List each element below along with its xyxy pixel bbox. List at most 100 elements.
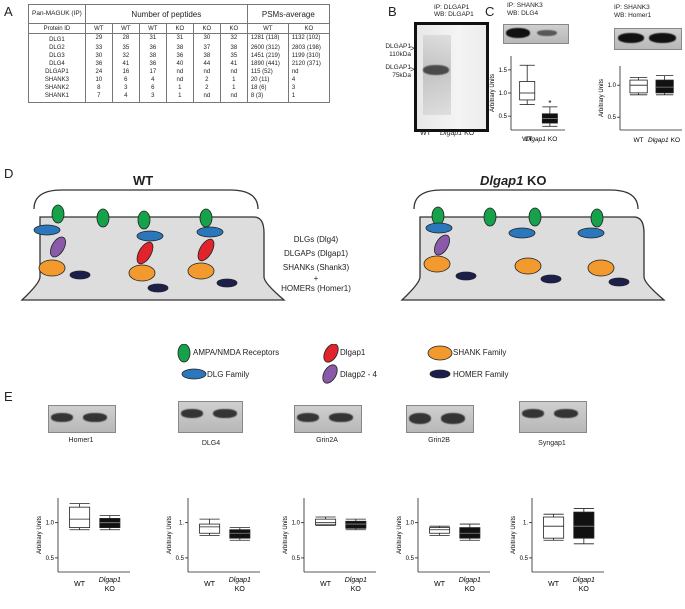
shank-protein <box>587 259 615 277</box>
shank-protein <box>38 259 66 277</box>
value-cell: 24 <box>84 68 113 76</box>
value-cell: 2600 (312) <box>246 44 289 52</box>
b-wb-label: WB: DLGAP1 <box>434 11 474 18</box>
value-cell: 1890 (441) <box>246 60 289 68</box>
x-label-wt: WT <box>320 581 332 588</box>
value-cell: 40 <box>165 60 194 68</box>
value-cell: 18 (6) <box>246 84 289 92</box>
legend-homer: HOMER Family <box>453 370 509 379</box>
legend-dlgap1: Dlgap1 <box>340 348 366 357</box>
ampa-receptor <box>483 207 497 227</box>
value-cell: nd <box>219 68 248 76</box>
value-cell: 32 <box>111 52 140 60</box>
box <box>229 529 251 539</box>
label-dlgs: DLGs (Dlg4) <box>293 235 339 244</box>
y-axis-label: Arbitrary Units <box>599 79 605 117</box>
value-cell: 8 (3) <box>246 92 289 103</box>
value-cell: 1199 (310) <box>287 52 330 60</box>
x-label-wt: WT <box>434 581 446 588</box>
value-cell: 29 <box>84 33 113 44</box>
box <box>543 516 565 539</box>
value-cell: 41 <box>219 60 248 68</box>
value-cell: nd <box>287 68 330 76</box>
value-cell: 35 <box>111 44 140 52</box>
value-cell: 1 <box>219 84 248 92</box>
label-homers: HOMERs (Homer1) <box>281 284 351 293</box>
e-blot-dlg4 <box>178 401 243 433</box>
value-cell: 7 <box>84 92 113 103</box>
header-ip: Pan-MAGUK (IP) <box>28 4 86 24</box>
y-tick-label: 0.5 <box>608 115 617 121</box>
panel-label-d: D <box>4 166 14 181</box>
value-cell: 17 <box>138 68 167 76</box>
e-protein-label: Grin2A <box>316 437 338 444</box>
box <box>519 81 536 101</box>
y-tick-label: 1.0 <box>406 521 415 527</box>
legend-shank: SHANK Family <box>453 348 507 357</box>
y-tick-label: 1.0 <box>46 521 55 527</box>
c-left-blot <box>503 24 569 44</box>
blot-band <box>213 409 237 418</box>
legend-homer-icon <box>429 369 451 379</box>
value-cell: 38 <box>219 44 248 52</box>
value-cell: 36 <box>84 60 113 68</box>
ampa-receptor <box>528 207 542 227</box>
homer-protein <box>216 278 238 288</box>
homer-protein <box>608 277 630 287</box>
box <box>69 506 91 528</box>
value-cell: 36 <box>138 60 167 68</box>
e-protein-label: Homer1 <box>68 437 94 444</box>
shank-protein <box>423 255 451 273</box>
c-left-wb: WB: DLG4 <box>507 10 539 17</box>
homer-protein <box>455 271 477 281</box>
value-cell: 4 <box>138 76 167 84</box>
legend-dlg-icon <box>181 368 207 380</box>
shank-protein <box>128 264 156 282</box>
x-label-ko-gene: Dlgap1 <box>229 577 251 584</box>
y-axis-label: Arbitrary Units <box>490 74 496 112</box>
c-right-ip: IP: SHANK3 <box>614 4 650 11</box>
genotype-header: WT <box>246 23 289 34</box>
header-peptides: Number of peptides <box>84 4 248 24</box>
dlg-protein <box>196 226 224 238</box>
homer-protein <box>540 274 562 284</box>
legend <box>177 344 453 384</box>
dlg-protein <box>136 230 164 242</box>
value-cell: nd <box>219 92 248 103</box>
x-label-ko-gene: Dlgap1 <box>459 577 481 584</box>
label-dlgaps: DLGAPs (Dlgap1) <box>283 249 349 258</box>
x-label-ko-gene: Dlgap1 <box>648 137 669 144</box>
dlgap1-protein <box>197 238 215 262</box>
box <box>345 520 367 529</box>
ampa-receptor <box>96 208 110 228</box>
y-tick-label: 1.0 <box>292 521 301 527</box>
presynaptic-membrane <box>413 189 639 210</box>
d-component-labels: DLGs (Dlg4) DLGAPs (Dlgap1) SHANKs (Shan… <box>270 233 362 296</box>
peptide-table: Pan-MAGUK (IP) Number of peptides PSMs-a… <box>28 4 330 103</box>
value-cell: 30 <box>84 52 113 60</box>
protein-id-cell: SHANK1 <box>28 92 86 103</box>
value-cell: 1 <box>165 92 194 103</box>
e-blot-syngap1 <box>519 401 587 433</box>
genotype-header: WT <box>84 23 113 34</box>
genotype-header: KO <box>165 23 194 34</box>
legend-dlgap1-icon <box>323 344 339 363</box>
x-label-ko: KO <box>351 586 362 593</box>
protein-id-cell: DLGAP1 <box>28 68 86 76</box>
value-cell: 41 <box>111 60 140 68</box>
value-cell: 31 <box>138 33 167 44</box>
y-tick-label: 1. <box>179 521 184 527</box>
value-cell: 115 (52) <box>246 68 289 76</box>
y-tick-label: 0.5 <box>406 556 415 562</box>
y-axis-label: Arbitrary Units <box>511 516 517 554</box>
x-label-wt: WT <box>74 581 86 588</box>
x-label-ko: KO <box>235 586 246 593</box>
legend-shank-icon <box>427 345 453 361</box>
y-axis-label: Arbitrary Units <box>283 516 289 554</box>
protein-id-cell: SHANK2 <box>28 84 86 92</box>
dlgap2-4-protein <box>50 236 66 258</box>
